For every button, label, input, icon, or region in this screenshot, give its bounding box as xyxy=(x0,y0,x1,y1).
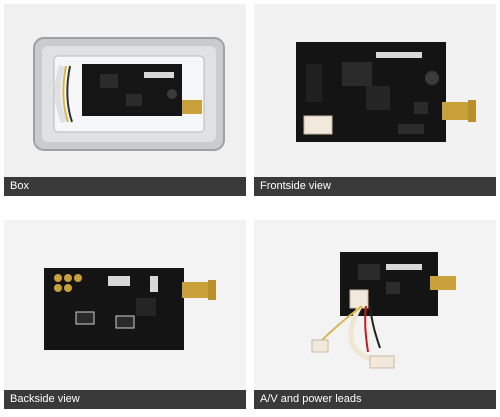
box-photo xyxy=(4,4,246,177)
gallery-tile-frontside-view: Frontside view xyxy=(254,4,496,197)
av-power-leads-photo xyxy=(254,220,496,390)
tile-caption: A/V and power leads xyxy=(254,390,496,409)
tile-caption: Backside view xyxy=(4,390,246,409)
frontside-photo xyxy=(254,4,496,177)
gallery-tile-av-and-power-leads: A/V and power leads xyxy=(254,220,496,413)
gallery-tile-box: Box xyxy=(4,4,246,197)
tile-caption: Box xyxy=(4,177,246,196)
tile-caption: Frontside view xyxy=(254,177,496,196)
gallery-tile-backside-view: Backside view xyxy=(4,220,246,413)
backside-photo xyxy=(4,220,246,390)
